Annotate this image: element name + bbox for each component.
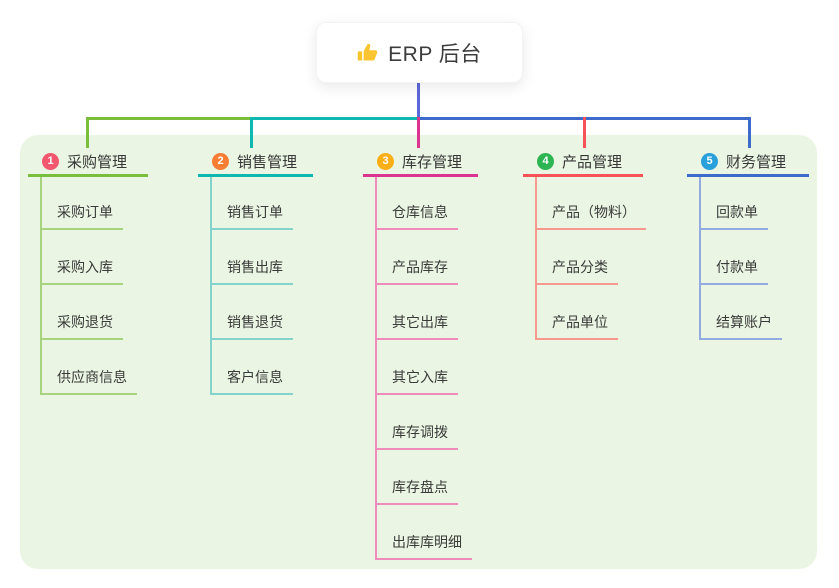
connector-rail-2 <box>250 117 419 120</box>
branch-number-badge: 4 <box>537 152 554 170</box>
branch-node-label: 产品管理 <box>562 153 623 171</box>
child-node[interactable]: 销售退货 <box>210 312 293 340</box>
child-node-label: 客户信息 <box>227 369 283 385</box>
thumbs-up-icon <box>357 42 379 64</box>
child-node[interactable]: 仓库信息 <box>375 202 458 230</box>
connector-trunk-branch-1 <box>40 177 42 393</box>
child-node-label: 其它入库 <box>392 369 448 385</box>
connector-drop-branch-4 <box>583 117 586 148</box>
child-node-label: 仓库信息 <box>392 204 448 220</box>
child-node[interactable]: 其它入库 <box>375 367 458 395</box>
child-node-label: 库存盘点 <box>392 479 448 495</box>
child-node[interactable]: 付款单 <box>699 257 768 285</box>
child-node[interactable]: 采购入库 <box>40 257 123 285</box>
child-node-label: 产品单位 <box>552 314 608 330</box>
branch-node-label: 财务管理 <box>726 153 787 171</box>
child-node[interactable]: 供应商信息 <box>40 367 137 395</box>
root-node-label: ERP 后台 <box>388 42 482 66</box>
child-node[interactable]: 产品库存 <box>375 257 458 285</box>
branch-number-badge: 2 <box>212 152 229 170</box>
child-node[interactable]: 采购退货 <box>40 312 123 340</box>
child-node-label: 产品分类 <box>552 259 608 275</box>
connector-drop-branch-5 <box>748 117 751 148</box>
branch-node-5[interactable]: 5 财务管理 <box>687 148 809 177</box>
child-node-label: 采购入库 <box>57 259 113 275</box>
child-node-label: 供应商信息 <box>57 369 127 385</box>
connector-trunk-branch-2 <box>210 177 212 393</box>
connector-trunk-branch-3 <box>375 177 377 558</box>
child-node-label: 采购退货 <box>57 314 113 330</box>
child-node-label: 库存调拨 <box>392 424 448 440</box>
branch-number-badge: 3 <box>377 152 394 170</box>
branch-node-4[interactable]: 4 产品管理 <box>523 148 643 177</box>
connector-drop-branch-2 <box>250 117 253 148</box>
connector-root-line <box>417 83 420 118</box>
branch-node-2[interactable]: 2 销售管理 <box>198 148 313 177</box>
child-node-label: 采购订单 <box>57 204 113 220</box>
connector-drop-branch-3 <box>417 117 420 148</box>
connector-drop-branch-1 <box>86 117 89 148</box>
connector-trunk-branch-5 <box>699 177 701 338</box>
child-node[interactable]: 产品分类 <box>535 257 618 285</box>
child-node[interactable]: 客户信息 <box>210 367 293 395</box>
child-node-label: 产品（物料） <box>552 204 636 220</box>
child-node[interactable]: 库存调拨 <box>375 422 458 450</box>
connector-rail-1 <box>86 117 253 120</box>
branch-node-label: 采购管理 <box>67 153 128 171</box>
child-node[interactable]: 库存盘点 <box>375 477 458 505</box>
child-node-label: 销售出库 <box>227 259 283 275</box>
child-node-label: 回款单 <box>716 204 758 220</box>
child-node-label: 销售订单 <box>227 204 283 220</box>
branch-node-label: 库存管理 <box>402 153 463 171</box>
child-node[interactable]: 结算账户 <box>699 312 782 340</box>
child-node[interactable]: 产品单位 <box>535 312 618 340</box>
child-node-label: 销售退货 <box>227 314 283 330</box>
branch-number-badge: 5 <box>701 152 718 170</box>
branch-node-label: 销售管理 <box>237 153 298 171</box>
child-node[interactable]: 其它出库 <box>375 312 458 340</box>
child-node[interactable]: 采购订单 <box>40 202 123 230</box>
root-node[interactable]: ERP 后台 <box>316 22 523 83</box>
child-node[interactable]: 回款单 <box>699 202 768 230</box>
child-node[interactable]: 销售订单 <box>210 202 293 230</box>
branch-node-1[interactable]: 1 采购管理 <box>28 148 148 177</box>
child-node[interactable]: 出库库明细 <box>375 532 472 560</box>
branch-node-3[interactable]: 3 库存管理 <box>363 148 478 177</box>
child-node-label: 结算账户 <box>716 314 772 330</box>
child-node-label: 产品库存 <box>392 259 448 275</box>
child-node-label: 付款单 <box>716 259 758 275</box>
child-node-label: 出库库明细 <box>392 534 462 550</box>
mindmap-background-panel <box>20 135 817 569</box>
child-node[interactable]: 产品（物料） <box>535 202 646 230</box>
child-node-label: 其它出库 <box>392 314 448 330</box>
branch-number-badge: 1 <box>42 152 59 170</box>
connector-trunk-branch-4 <box>535 177 537 338</box>
child-node[interactable]: 销售出库 <box>210 257 293 285</box>
